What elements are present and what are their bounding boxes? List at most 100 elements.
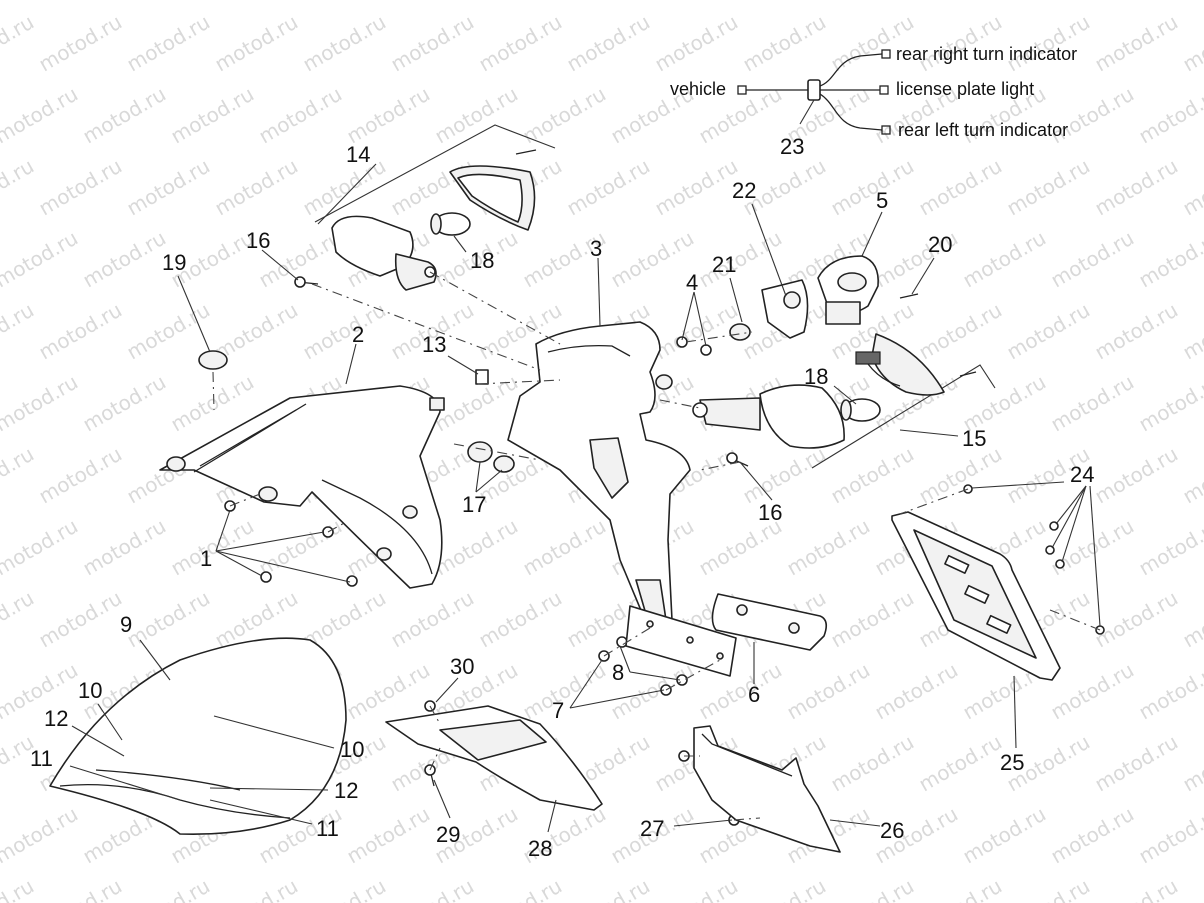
watermark-text: motod.ru (915, 730, 1006, 797)
watermark-text: motod.ru (739, 874, 830, 903)
watermark-text: motod.ru (0, 874, 38, 903)
watermark-text: motod.ru (123, 154, 214, 221)
rear-bracket-part-2 (159, 385, 445, 589)
watermark-text: motod.ru (1135, 226, 1204, 293)
callout-23: 23 (780, 134, 804, 159)
watermark-text: motod.ru (1003, 874, 1094, 903)
callout-21: 21 (712, 252, 736, 277)
watermark-text: motod.ru (431, 514, 522, 581)
assembly-alignment-lines (212, 271, 1101, 821)
watermark-text: motod.ru (167, 82, 258, 149)
watermark-text: motod.ru (475, 874, 566, 903)
watermark-text: motod.ru (827, 154, 918, 221)
watermark-text: motod.ru (255, 82, 346, 149)
watermark-text: motod.ru (35, 586, 126, 653)
watermark-text: motod.ru (915, 298, 1006, 365)
watermark-text: motod.ru (0, 442, 38, 509)
watermark-text: motod.ru (915, 154, 1006, 221)
watermark-text: motod.ru (1003, 298, 1094, 365)
watermark-text: motod.ru (827, 442, 918, 509)
watermark-text: motod.ru (123, 586, 214, 653)
watermark-text: motod.ru (695, 0, 786, 4)
watermark-text: motod.ru (343, 802, 434, 869)
watermark-text: motod.ru (1091, 298, 1182, 365)
watermark-text: motod.ru (211, 874, 302, 903)
watermark-text: motod.ru (79, 226, 170, 293)
callout-29: 29 (436, 822, 460, 847)
watermark-text: motod.ru (0, 658, 82, 725)
watermark-text: motod.ru (915, 10, 1006, 77)
watermark-text: motod.ru (475, 10, 566, 77)
callout-10-right: 10 (340, 737, 364, 762)
watermark-text: motod.ru (1003, 10, 1094, 77)
watermark-text: motod.ru (1179, 586, 1204, 653)
watermark-text: motod.ru (563, 10, 654, 77)
callout-19: 19 (162, 250, 186, 275)
license-plate-frame-part-25 (891, 511, 1061, 681)
callout-leader-lines (69, 163, 1101, 833)
watermark-text: motod.ru (1047, 226, 1138, 293)
watermark-text: motod.ru (35, 874, 126, 903)
callout-numbers: 1 2 3 4 5 6 7 8 9 10 10 11 11 12 12 13 1… (30, 134, 1094, 861)
callout-12-left: 12 (44, 706, 68, 731)
callout-28: 28 (528, 836, 552, 861)
watermark-text: motod.ru (827, 874, 918, 903)
watermark-text: motod.ru (1091, 442, 1182, 509)
watermark-text: motod.ru (1135, 802, 1204, 869)
watermark-text: motod.ru (1091, 730, 1182, 797)
watermark-text: motod.ru (783, 0, 874, 4)
watermark-text: motod.ru (1135, 0, 1204, 4)
lower-cover-part-28 (385, 705, 603, 811)
watermark-text: motod.ru (0, 802, 82, 869)
watermark-text: motod.ru (1091, 154, 1182, 221)
watermark-text: motod.ru (1047, 370, 1138, 437)
splash-guard-part-26 (693, 725, 841, 853)
license-light-assembly (761, 255, 919, 339)
watermark-text: motod.ru (343, 82, 434, 149)
callout-11-left: 11 (30, 746, 53, 771)
watermark-text: motod.ru (79, 514, 170, 581)
watermark-text: motod.ru (0, 298, 38, 365)
watermark-text: motod.ru (167, 0, 258, 4)
watermark-text: motod.ru (651, 298, 742, 365)
watermark-text: motod.ru (1047, 0, 1138, 4)
watermark-text: motod.ru (35, 442, 126, 509)
watermark-text: motod.ru (607, 0, 698, 4)
callout-2: 2 (352, 322, 364, 347)
watermark-text: motod.ru (0, 82, 82, 149)
watermark-text: motod.ru (299, 874, 390, 903)
watermark-text: motod.ru (827, 730, 918, 797)
watermark-text: motod.ru (1135, 82, 1204, 149)
callout-30: 30 (450, 654, 474, 679)
callout-6: 6 (748, 682, 760, 707)
watermark-text: motod.ru (959, 0, 1050, 4)
watermark-text: motod.ru (915, 442, 1006, 509)
watermark-text: motod.ru (0, 370, 82, 437)
callout-26: 26 (880, 818, 904, 843)
watermark-text: motod.ru (871, 0, 962, 4)
watermark-text: motod.ru (1047, 802, 1138, 869)
watermark-text: motod.ru (739, 10, 830, 77)
watermark-text: motod.ru (0, 226, 82, 293)
wiring-label-license-light: license plate light (896, 79, 1034, 99)
callout-5: 5 (876, 188, 888, 213)
watermark-text: motod.ru (0, 0, 82, 4)
watermark-text: motod.ru (871, 658, 962, 725)
wiring-label-vehicle: vehicle (670, 79, 726, 99)
watermark-text: motod.ru (1091, 586, 1182, 653)
callout-18-left: 18 (470, 248, 494, 273)
callout-11-right: 11 (316, 816, 339, 841)
watermark-text: motod.ru (563, 154, 654, 221)
watermark-text: motod.ru (387, 10, 478, 77)
left-turn-indicator-assembly (314, 124, 556, 291)
watermark-text: motod.ru (915, 874, 1006, 903)
watermark-text: motod.ru (783, 658, 874, 725)
watermark-text: motod.ru (519, 0, 610, 4)
watermark-text: motod.ru (387, 586, 478, 653)
watermark-text: motod.ru (343, 0, 434, 4)
watermark-text: motod.ru (79, 0, 170, 4)
watermark-text: motod.ru (299, 10, 390, 77)
wiring-label-rear-left: rear left turn indicator (898, 120, 1068, 140)
callout-9: 9 (120, 612, 132, 637)
